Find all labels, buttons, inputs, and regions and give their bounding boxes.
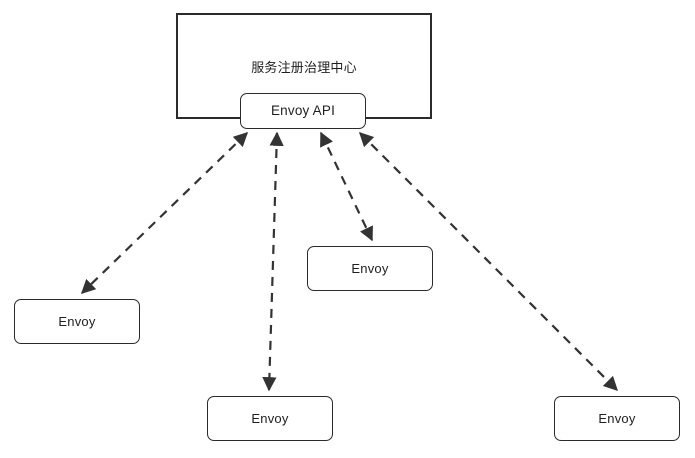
envoy-api-label: Envoy API — [270, 103, 336, 119]
edge-envoy-api-to-envoy-right — [358, 131, 619, 392]
envoy-node-bottom-center[interactable]: Envoy — [207, 396, 333, 441]
envoy-node-left[interactable]: Envoy — [14, 299, 140, 344]
envoy-node-middle-right[interactable]: Envoy — [307, 246, 433, 291]
envoy-node-left-label: Envoy — [58, 314, 96, 329]
envoy-node-bottom-right[interactable]: Envoy — [554, 396, 680, 441]
edge-envoy-api-to-envoy-bottom — [262, 131, 284, 392]
edge-envoy-api-to-envoy-left — [80, 132, 249, 294]
envoy-node-bottom-right-label: Envoy — [598, 411, 636, 426]
envoy-api-node[interactable]: Envoy API — [240, 93, 366, 129]
edge-envoy-api-to-envoy-mid — [320, 131, 373, 242]
registry-container-label: 服务注册治理中心 — [251, 61, 357, 76]
envoy-node-bottom-center-label: Envoy — [251, 411, 289, 426]
envoy-node-middle-right-label: Envoy — [351, 261, 389, 276]
